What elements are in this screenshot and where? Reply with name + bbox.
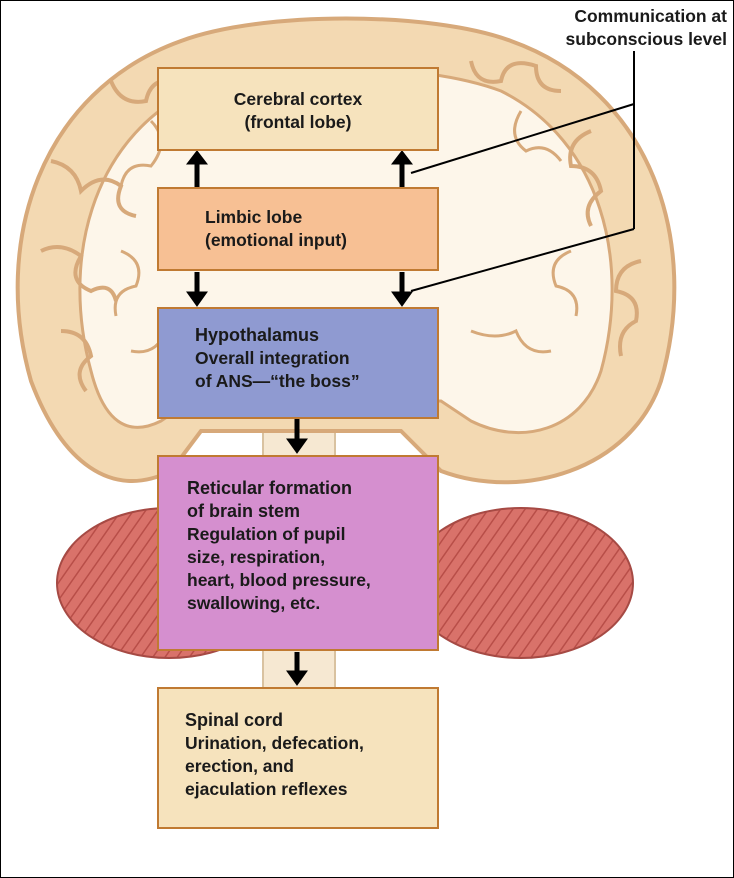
- hypothalamus-line-1: Overall integration: [195, 348, 350, 368]
- reticular-line-2: size, respiration,: [187, 547, 326, 567]
- reticular-title-1: Reticular formation: [187, 478, 353, 498]
- hypothalamus-title: Hypothalamus: [195, 325, 320, 345]
- reticular-line-4: swallowing, etc.: [187, 593, 321, 613]
- callout-line-1: Communication at: [574, 6, 727, 26]
- reticular-title-2: of brain stem: [187, 501, 301, 521]
- spinal-line-3: ejaculation reflexes: [185, 779, 348, 799]
- callout-leader-lines: [410, 51, 635, 292]
- callout-line-2: subconscious level: [565, 29, 727, 49]
- hypothalamus-line-2: of ANS—“the boss”: [195, 371, 360, 391]
- spinal-title: Spinal cord: [185, 710, 284, 730]
- spinal-line-2: erection, and: [185, 756, 294, 776]
- callout-label: Communication at subconscious level: [566, 5, 727, 51]
- limbic-line-2: (emotional input): [205, 230, 347, 250]
- limbic-line-1: Limbic lobe: [205, 207, 303, 227]
- limbic-lobe-box: Limbic lobe (emotional input): [157, 187, 439, 271]
- spinal-cord-box: Spinal cord Urination, defecation, erect…: [157, 687, 439, 829]
- cerebral-cortex-box: Cerebral cortex (frontal lobe): [157, 67, 439, 151]
- reticular-formation-box: Reticular formation of brain stem Regula…: [157, 455, 439, 651]
- hypothalamus-box: Hypothalamus Overall integration of ANS—…: [157, 307, 439, 419]
- flow-arrows: [185, 150, 414, 686]
- reticular-line-3: heart, blood pressure,: [187, 570, 371, 590]
- spinal-line-1: Urination, defecation,: [185, 733, 364, 753]
- cortex-line-1: Cerebral cortex: [233, 89, 363, 109]
- reticular-line-1: Regulation of pupil: [187, 524, 346, 544]
- cortex-line-2: (frontal lobe): [244, 112, 352, 132]
